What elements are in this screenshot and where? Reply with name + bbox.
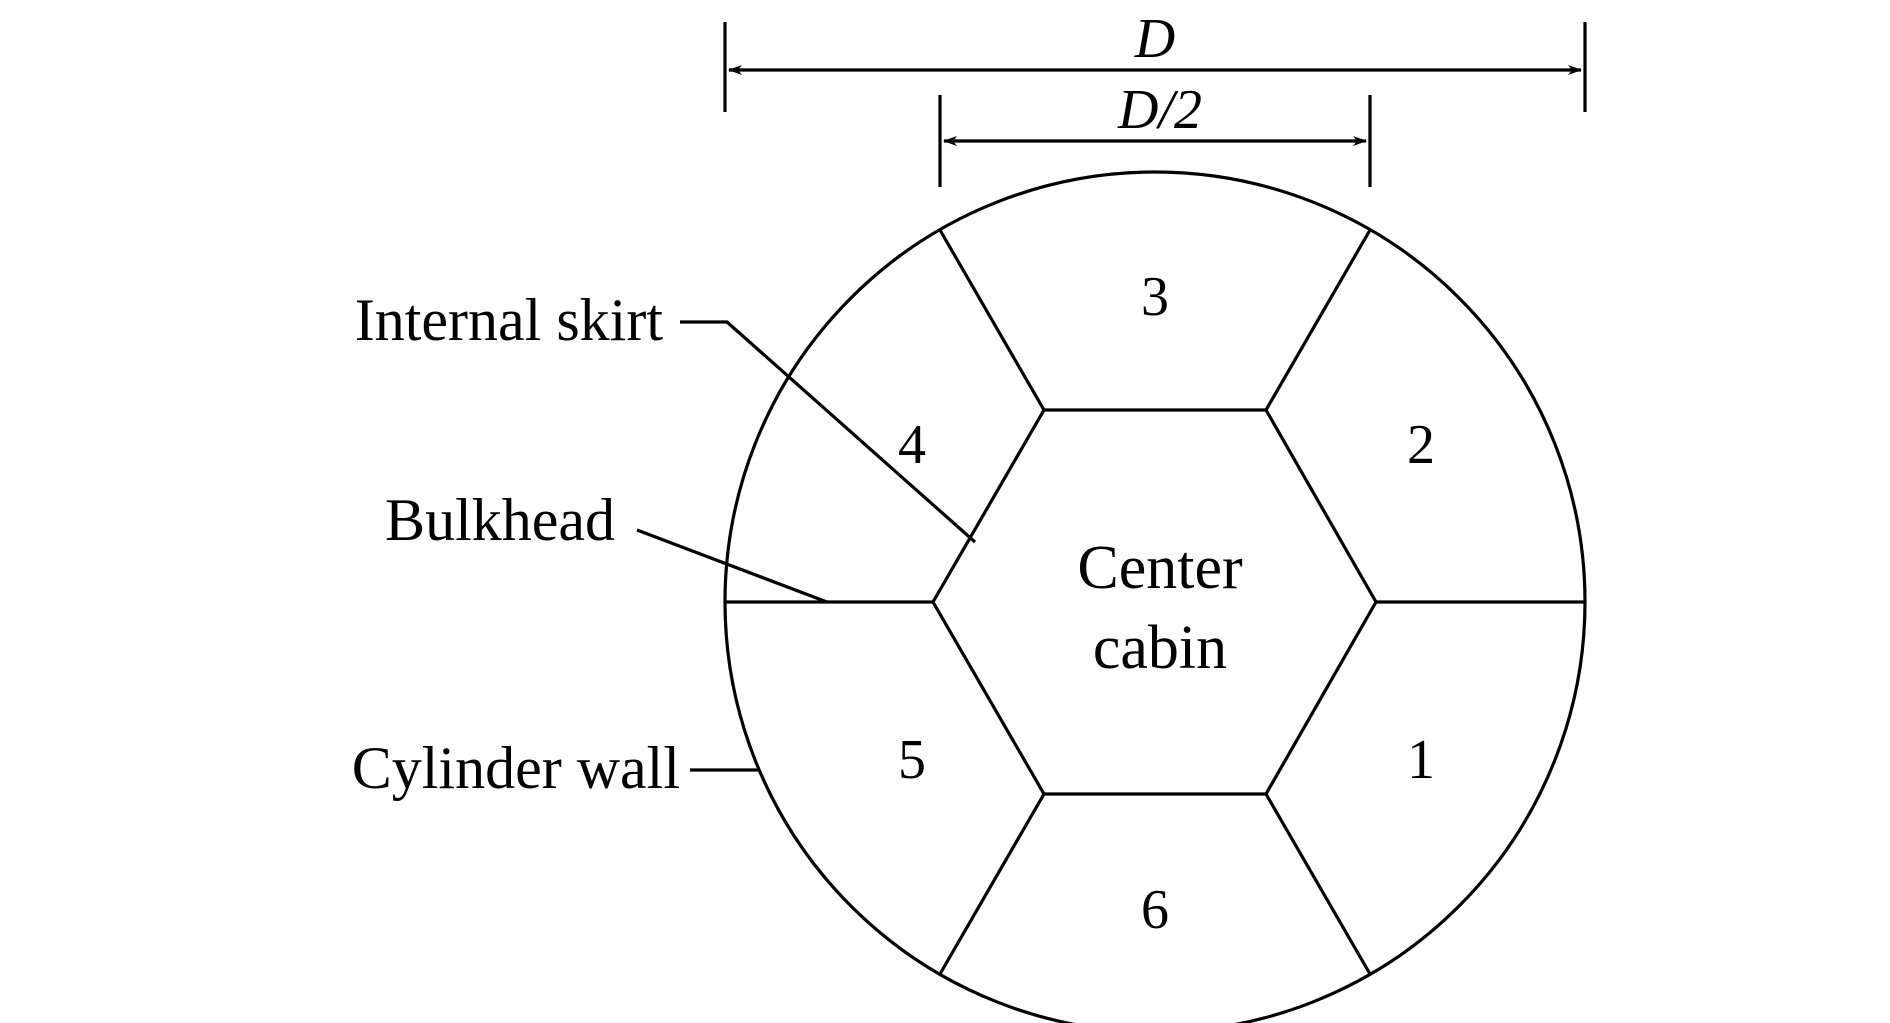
center-cabin-label-line1: Center <box>1077 534 1243 602</box>
bulkhead-lower-right <box>1264 793 1372 975</box>
compartment-number-5: 5 <box>898 729 926 791</box>
bulkhead-label: Bulkhead <box>385 487 615 553</box>
compartment-number-4: 4 <box>898 414 926 476</box>
compartment-number-2: 2 <box>1407 414 1435 476</box>
bulkhead-upper-left <box>938 229 1046 411</box>
compartment-number-1: 1 <box>1407 729 1435 791</box>
center-cabin-hexagon <box>931 408 1378 796</box>
dimension-half-d-label: D/2 <box>1117 79 1202 141</box>
cylinder-wall-label: Cylinder wall <box>352 735 680 801</box>
compartment-number-6: 6 <box>1141 879 1169 941</box>
compartment-number-3: 3 <box>1141 266 1169 328</box>
internal-skirt-label: Internal skirt <box>355 287 664 353</box>
dimension-d-label: D <box>1134 8 1175 70</box>
bulkhead-upper-right <box>1264 229 1372 411</box>
bulkhead-lower-left <box>938 793 1046 975</box>
internal-skirt-leader <box>680 320 977 544</box>
bulkhead-leader <box>636 528 828 604</box>
center-cabin-label-line2: cabin <box>1093 614 1227 682</box>
